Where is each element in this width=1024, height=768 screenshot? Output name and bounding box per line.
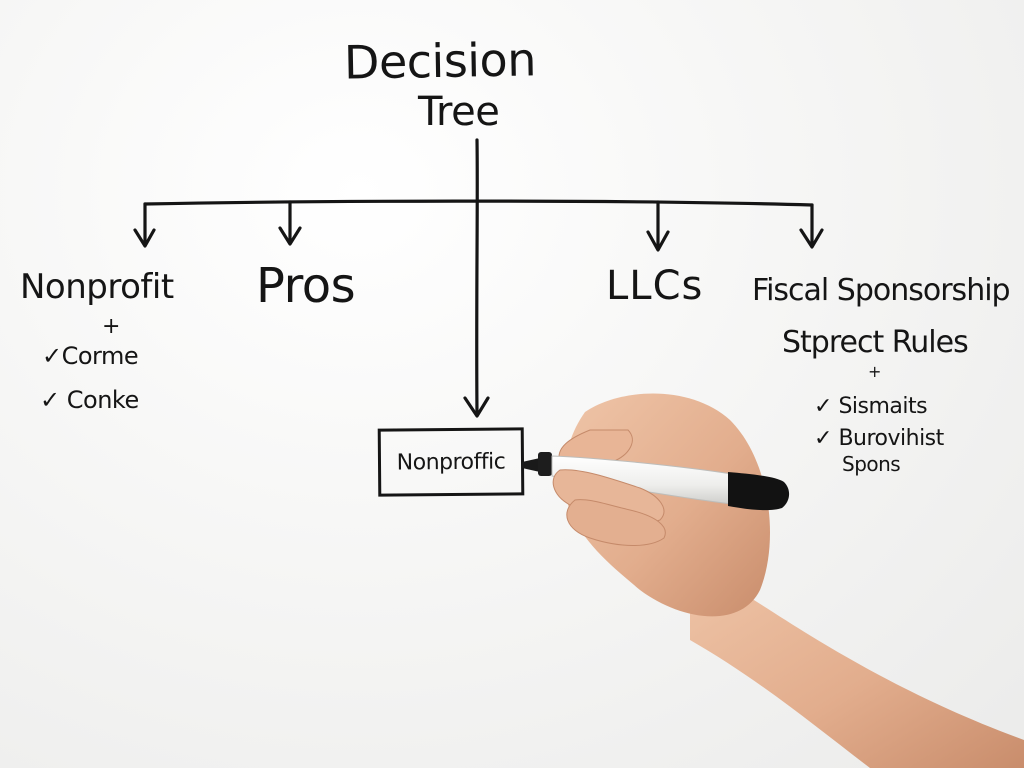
center-node-label: Nonproffic <box>396 449 506 475</box>
trunk-arrowhead <box>463 396 490 418</box>
branch-label-fiscal-sponsorship: Fiscal Sponsorship <box>752 273 1011 308</box>
center-node-box: Nonproffic <box>377 427 525 497</box>
list-item-fiscal-1: ✓ Sismaits <box>814 394 928 419</box>
check-icon: ✓ <box>814 394 832 419</box>
list-item-fiscal-2-continuation: Spons <box>842 452 901 476</box>
title-line-2: Tree <box>418 89 500 135</box>
title-line-1: Decision <box>343 32 537 90</box>
list-item-text: Sismaits <box>838 394 928 419</box>
list-item-text: Conke <box>66 386 139 414</box>
plus-sign-nonprofit: + <box>102 314 120 339</box>
branch-label-nonprofit: Nonprofit <box>20 267 174 307</box>
horizontal-branch-line <box>143 199 814 207</box>
branch-label-llcs: LLCs <box>606 263 704 309</box>
arrowhead-pros <box>278 226 302 246</box>
plus-sign-fiscal: + <box>868 362 881 381</box>
check-icon: ✓ <box>40 386 60 414</box>
arrowhead-nonprofit <box>133 228 156 248</box>
list-item-fiscal-2: ✓ Burovihist <box>814 428 944 450</box>
list-item-nonprofit-2: ✓ Conke <box>40 388 139 412</box>
list-item-text: Corme <box>61 342 139 370</box>
check-icon: ✓ <box>42 342 62 370</box>
list-item-nonprofit-1: ✓Corme <box>42 342 139 370</box>
trunk-line <box>475 138 479 416</box>
branch-label-pros: Pros <box>256 258 356 314</box>
list-item-text: Burovihist <box>838 426 944 451</box>
arrowhead-fiscal <box>799 228 824 249</box>
fiscal-sublabel: Stprect Rules <box>782 325 969 360</box>
arrowhead-llcs <box>646 230 670 252</box>
check-icon: ✓ <box>814 426 832 451</box>
